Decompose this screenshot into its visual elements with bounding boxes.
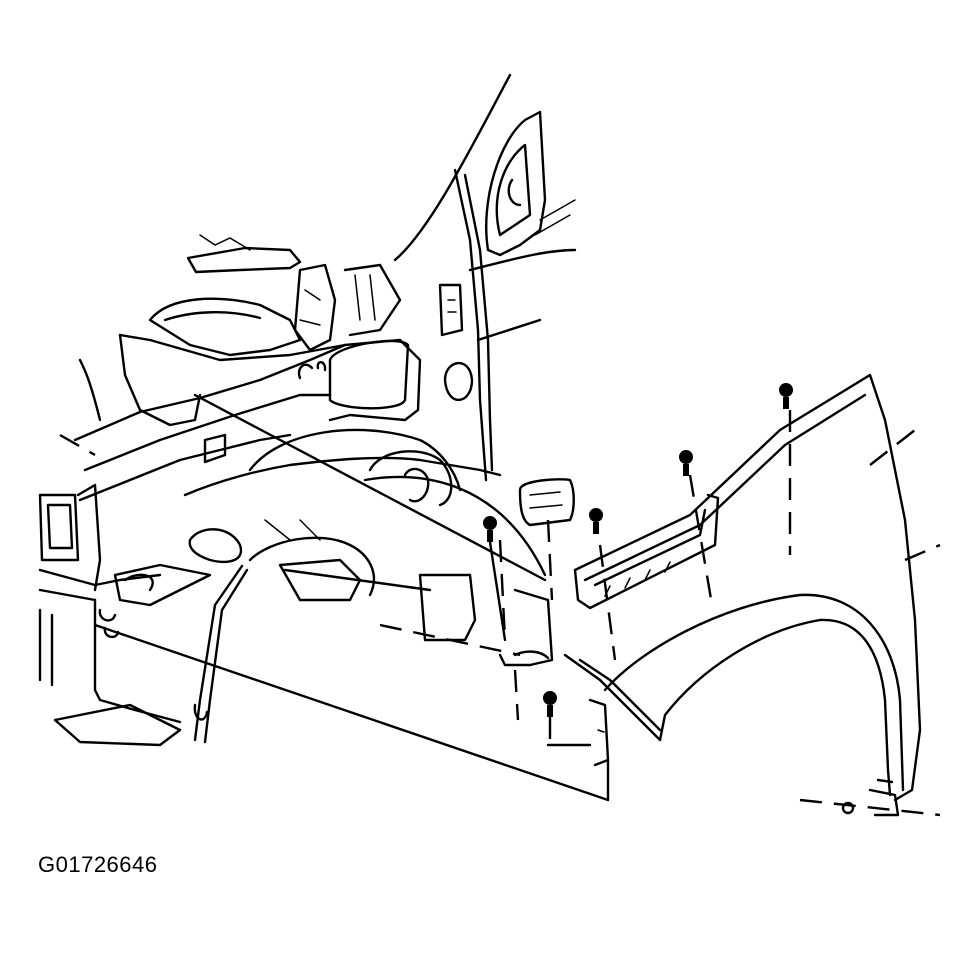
alignment-lines [59,410,941,817]
front-brace [193,564,249,744]
fender-panel [563,373,922,817]
bolt-5 [543,691,557,745]
front-frame [38,483,212,747]
a-pillar [393,73,577,482]
bolt-6 [841,801,855,815]
bolt-1 [483,516,507,642]
cowl-area [118,234,402,362]
figure-code: G01726646 [38,852,158,877]
leader-lines [93,393,610,802]
wheelhouse [183,428,502,602]
bolt-3 [679,450,693,476]
inner-fender-apron [73,333,422,502]
bolt-4 [779,383,793,409]
bolt-2 [589,508,603,534]
